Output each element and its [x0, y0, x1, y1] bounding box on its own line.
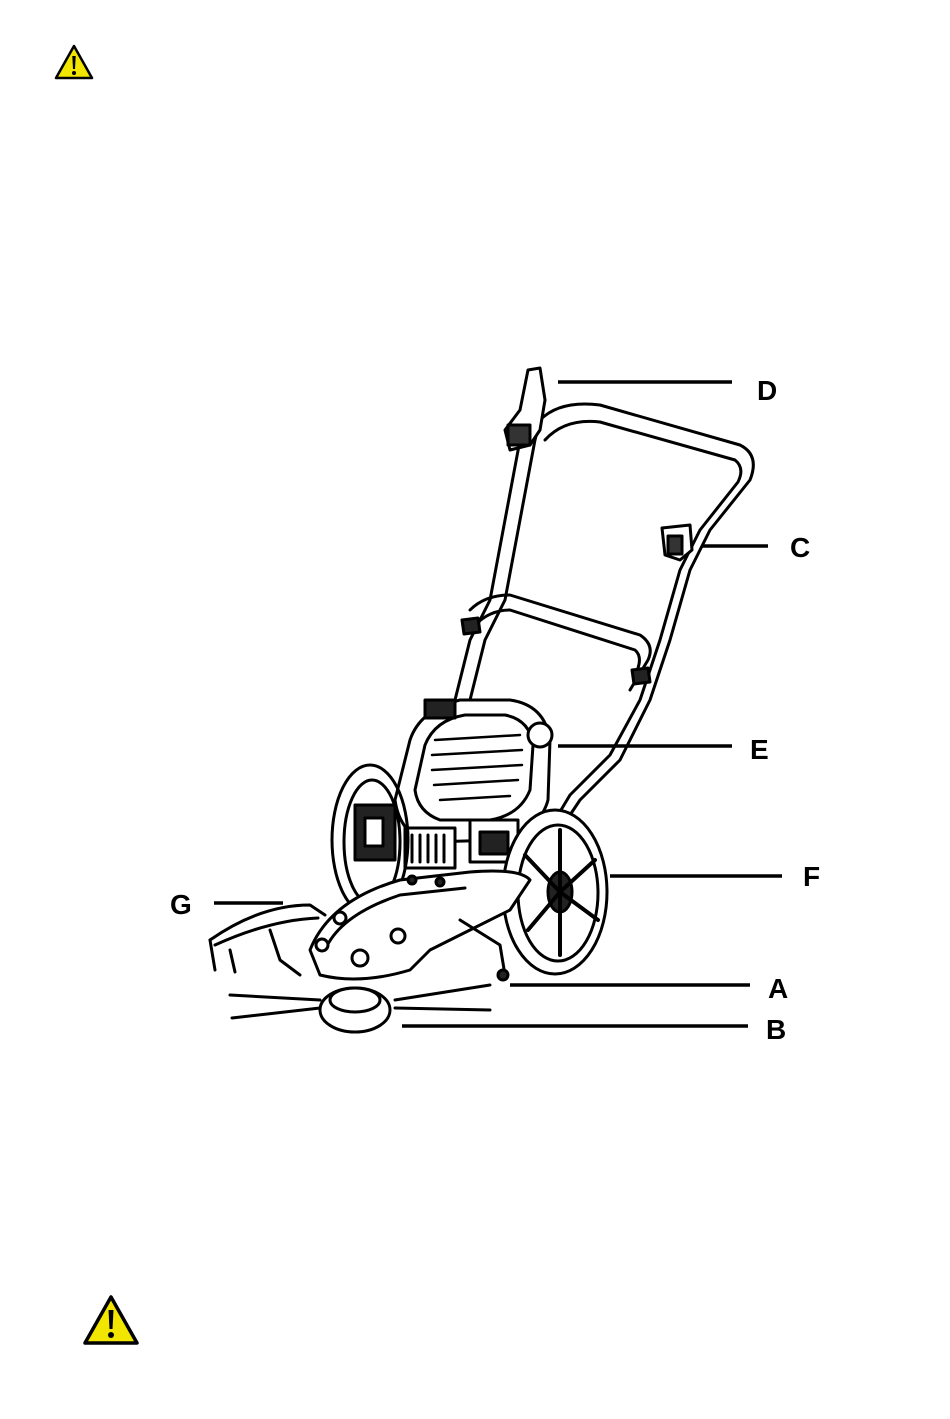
callout-label-E: E	[750, 734, 769, 765]
callout-label-G: G	[170, 889, 192, 920]
callout-label-B: B	[766, 1014, 786, 1045]
callout-label-D: D	[757, 375, 777, 406]
handle-right-rail	[540, 404, 753, 830]
callout-label-F: F	[803, 861, 820, 892]
callout-label-A: A	[768, 973, 788, 1004]
trimmer-drawing	[210, 368, 753, 1032]
warning-triangle-icon	[82, 1294, 140, 1346]
callout-label-C: C	[790, 532, 810, 563]
